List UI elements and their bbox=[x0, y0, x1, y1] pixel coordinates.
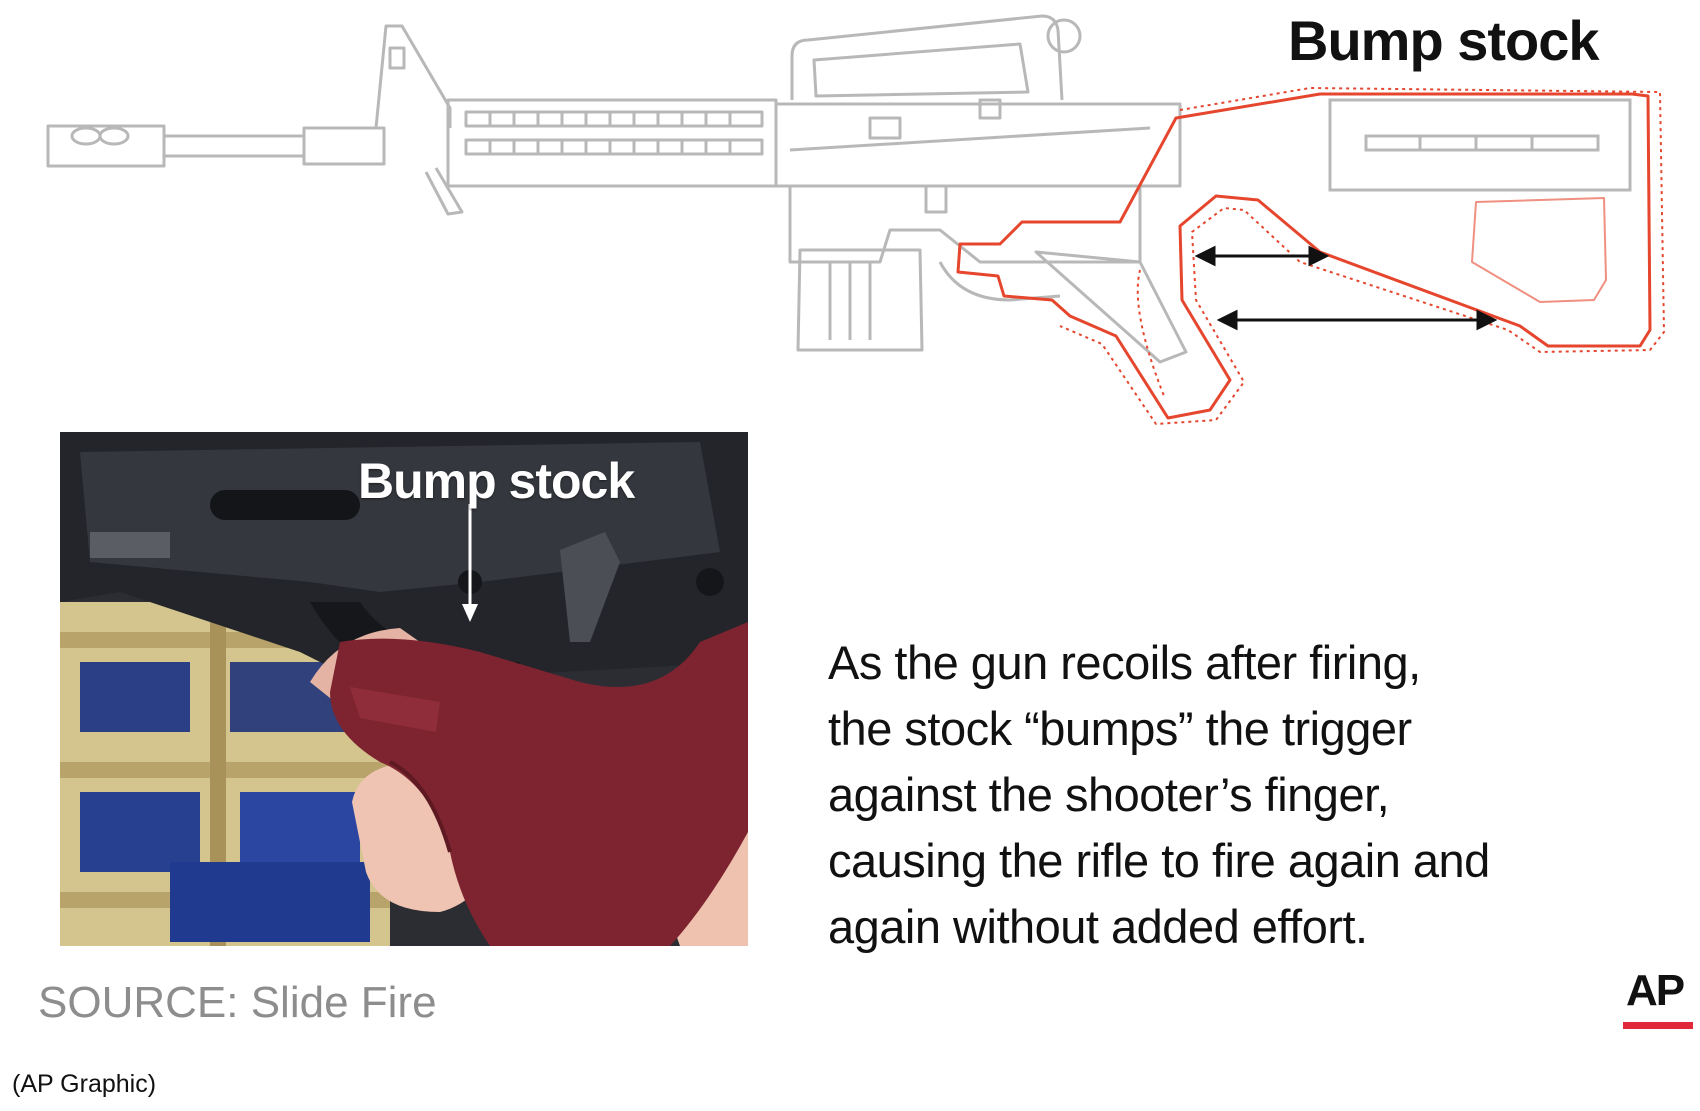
handguard-vents bbox=[464, 110, 764, 156]
diagram-label: Bump stock bbox=[1288, 9, 1599, 72]
photo-label: Bump stock bbox=[358, 453, 635, 509]
description-line: As the gun recoils after firing, bbox=[828, 636, 1421, 689]
bump-stock-outline bbox=[956, 87, 1665, 425]
ap-logo: AP bbox=[1626, 966, 1685, 1015]
motion-arrows bbox=[1194, 245, 1498, 331]
ap-logo-accent bbox=[1623, 1022, 1693, 1029]
credit-caption: (AP Graphic) bbox=[12, 1070, 157, 1098]
rifle-diagram bbox=[46, 14, 1665, 425]
description: As the gun recoils after firing, the sto… bbox=[828, 630, 1648, 960]
source-note: SOURCE: Slide Fire bbox=[38, 978, 437, 1027]
description-line: causing the rifle to fire again and bbox=[828, 834, 1490, 887]
photo-illustration bbox=[60, 432, 748, 946]
description-line: the stock “bumps” the trigger bbox=[828, 702, 1412, 755]
rifle-outline bbox=[46, 14, 1188, 364]
bump-stock-photo: Bump stock bbox=[60, 432, 748, 946]
description-line: against the shooter’s finger, bbox=[828, 768, 1390, 821]
description-line: again without added effort. bbox=[828, 900, 1368, 953]
